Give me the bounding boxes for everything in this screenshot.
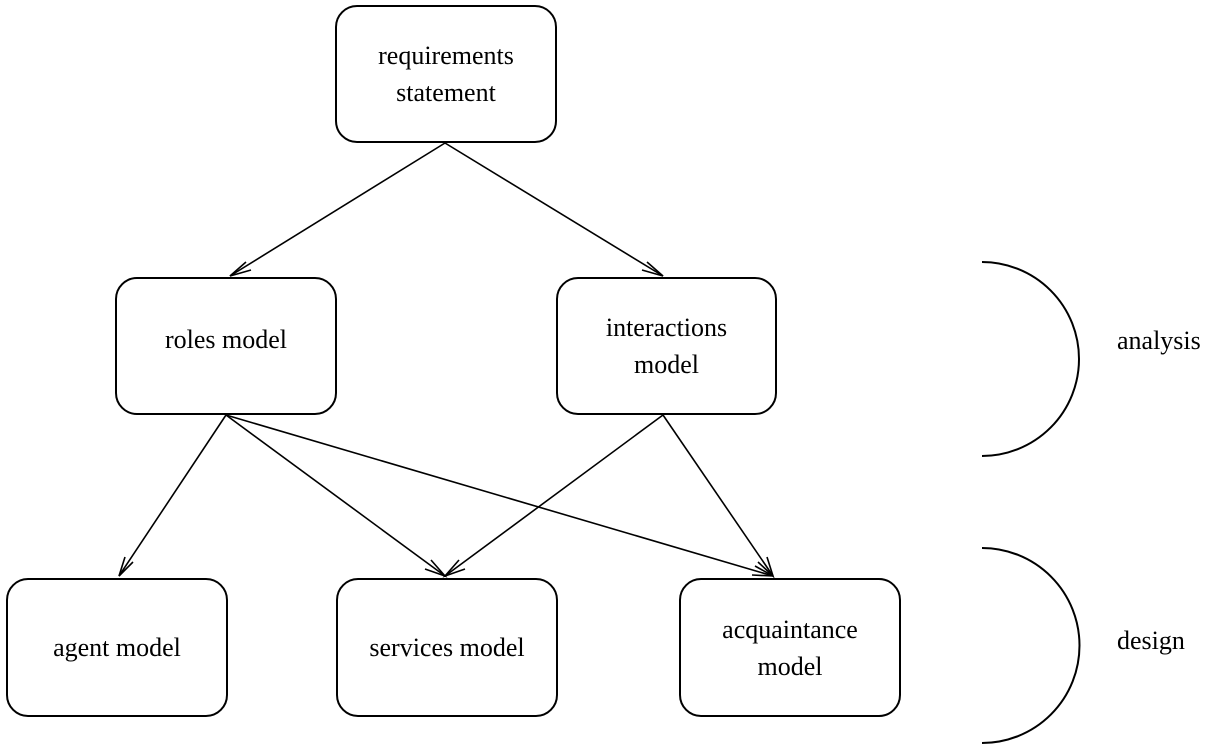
agent-model-label: agent model: [53, 633, 181, 662]
interactions-model-label-line1: interactions: [605, 313, 728, 342]
requirements-statement-box: requirements statement: [335, 5, 557, 143]
edge-requirements-interactions: [444, 142, 664, 277]
edge-roles-acquaintance: [225, 414, 774, 577]
arrowhead-interactions: [641, 261, 664, 277]
arrowhead-agent: [118, 556, 134, 577]
analysis-bracket: [981, 261, 1080, 457]
requirements-statement-label-line2: statement: [396, 78, 496, 107]
design-phase-label: design: [1117, 626, 1185, 655]
acquaintance-model-label-line1: acquaintance: [722, 614, 858, 644]
edge-interactions-acquaintance: [662, 414, 774, 577]
interactions-model-box: interactions model: [556, 277, 777, 415]
arrowhead-services-from-interactions: [442, 559, 466, 578]
edge-roles-services: [225, 414, 446, 577]
requirements-statement-label-line1: requirements: [378, 41, 514, 70]
edge-interactions-services: [444, 414, 664, 577]
arrowhead-acquaintance-from-interactions: [757, 556, 775, 579]
services-model-label: services model: [369, 633, 525, 662]
agent-model-box: agent model: [6, 578, 228, 717]
acquaintance-model-label-line2: model: [757, 651, 823, 681]
edge-roles-agent: [118, 414, 227, 577]
arrowhead-roles: [229, 261, 252, 277]
edge-requirements-roles: [229, 142, 446, 277]
interactions-model-label-line2: model: [634, 350, 699, 379]
acquaintance-model-box: acquaintance model: [679, 578, 901, 717]
design-bracket: [981, 547, 1081, 744]
roles-model-box: roles model: [115, 277, 337, 415]
analysis-phase-label: analysis: [1117, 326, 1201, 355]
roles-model-label: roles model: [164, 324, 288, 354]
services-model-box: services model: [336, 578, 558, 717]
